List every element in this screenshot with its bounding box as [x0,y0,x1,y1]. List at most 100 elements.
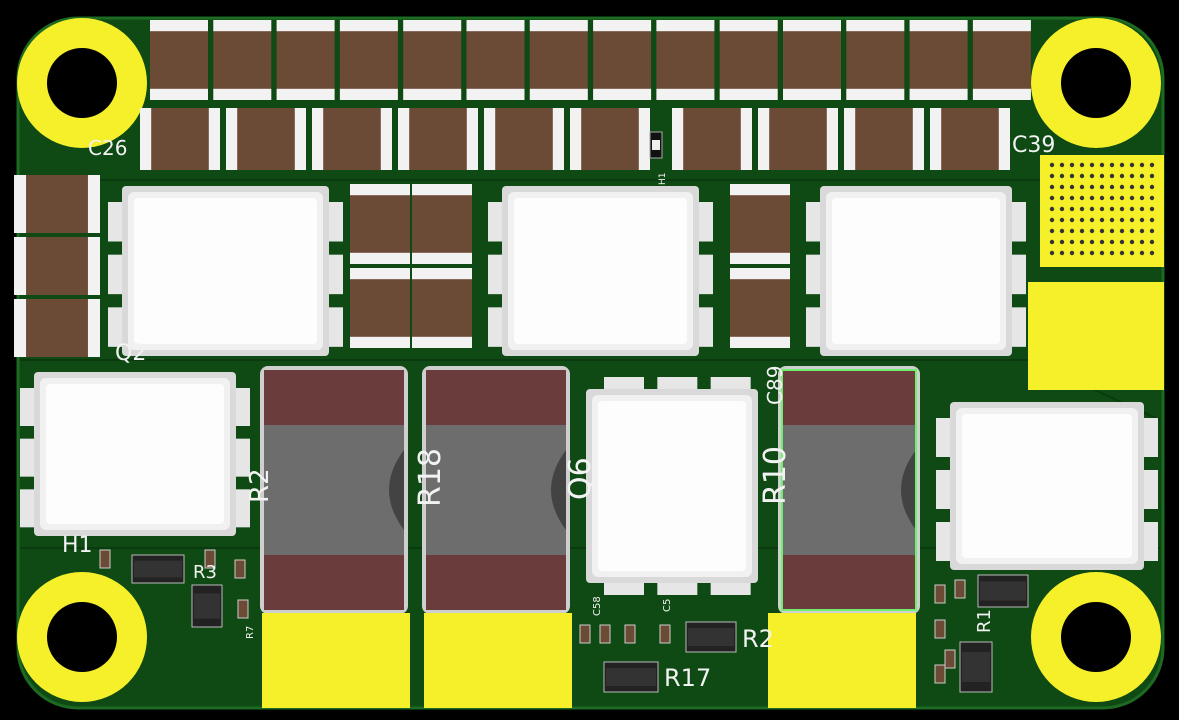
via [1089,184,1095,190]
capacitor [844,108,924,170]
via [1069,162,1075,168]
via [1129,239,1135,245]
capacitor [783,20,841,100]
via [1069,184,1075,190]
capacitor [312,108,392,170]
label-q2: Q2 [115,341,146,366]
via [1149,195,1155,201]
label-r1: R1 [974,609,995,633]
via [1139,217,1145,223]
via [1049,217,1055,223]
capacitor [213,20,272,100]
capacitor [350,268,410,348]
via [1079,173,1085,179]
silkscreen-labels: C26 C39 H1 Q2 C89 R2 R18 Q6 R10 H1 R3 R7… [62,133,1055,692]
via [1099,206,1105,212]
via [1059,173,1065,179]
capacitor [412,268,472,348]
label-c58: C58 [592,596,603,616]
label-c39: C39 [1012,133,1055,158]
bottom-copper-pads [262,613,916,708]
tiny-passive [934,584,946,604]
mosfet-package [936,402,1158,570]
via [1109,195,1115,201]
via [1139,195,1145,201]
via [1119,195,1125,201]
via [1099,184,1105,190]
tiny-passive [934,664,946,684]
smd-part [131,554,185,584]
via [1059,184,1065,190]
smd-part [603,661,659,693]
via [1119,228,1125,234]
capacitor-column-left [14,175,100,357]
via [1089,228,1095,234]
copper-pad-right [1028,282,1164,390]
mosfet-package [108,186,343,356]
via [1109,206,1115,212]
via [1149,206,1155,212]
label-r18: R18 [413,448,448,507]
capacitor [14,175,100,233]
via [1119,184,1125,190]
inductor [260,366,408,614]
via [1079,217,1085,223]
via [1049,250,1055,256]
label-h1: H1 [62,533,93,558]
mosfet-package [20,372,250,536]
capacitor [758,108,838,170]
via [1149,217,1155,223]
via [1059,162,1065,168]
via [1119,162,1125,168]
tiny-passive [234,559,246,579]
via [1079,250,1085,256]
mosfet-package [488,186,713,356]
capacitor [972,20,1031,100]
via [1069,228,1075,234]
via [1129,250,1135,256]
via [1099,228,1105,234]
via [1069,206,1075,212]
via [1089,162,1095,168]
capacitor [529,20,588,100]
via [1139,173,1145,179]
via [1139,206,1145,212]
via [1059,250,1065,256]
via [1089,250,1095,256]
tiny-passive [579,624,591,644]
capacitor-row-second [140,108,1010,170]
tiny-passive [659,624,671,644]
via [1049,228,1055,234]
smd-part [977,574,1029,608]
via [1139,228,1145,234]
mounting-hole-top-right [1031,18,1161,148]
label-c26: C26 [88,136,127,160]
via [1149,162,1155,168]
smd-part [685,621,737,653]
capacitor [719,20,778,100]
capacitor [226,108,306,170]
via [1109,184,1115,190]
smd-part [191,584,223,628]
label-c89: C89 [763,366,787,405]
via [1099,250,1105,256]
via [1079,162,1085,168]
via [1149,228,1155,234]
via [1099,217,1105,223]
capacitor [930,108,1010,170]
via [1079,239,1085,245]
via [1059,195,1065,201]
tiny-passive [954,579,966,599]
label-r17: R17 [664,664,711,692]
via [1119,250,1125,256]
capacitor [398,108,478,170]
via [1149,239,1155,245]
via [1059,206,1065,212]
via [1069,250,1075,256]
via [1109,217,1115,223]
label-r3: R3 [193,562,217,583]
via [1139,239,1145,245]
via [1119,173,1125,179]
via [1109,228,1115,234]
